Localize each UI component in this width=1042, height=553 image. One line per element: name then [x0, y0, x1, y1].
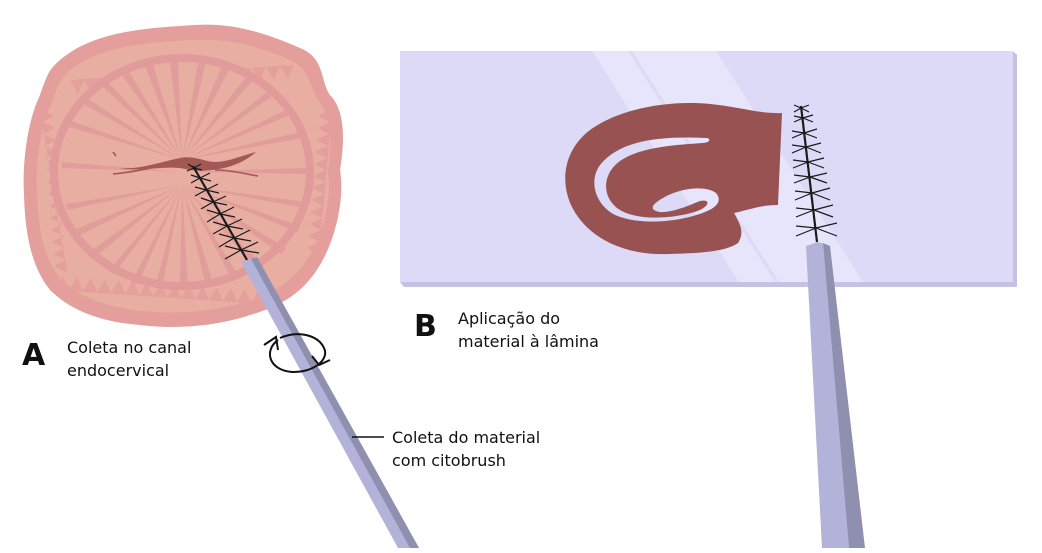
panel-a-caption: Coleta no canal endocervical	[67, 336, 191, 382]
citobrush-callout-line2: com citobrush	[392, 451, 506, 470]
panel-letter-a: A	[22, 338, 46, 373]
panel-b-caption: Aplicação do material à lâmina	[458, 307, 599, 353]
citobrush-b	[791, 104, 865, 548]
panel-a-caption-line1: Coleta no canal	[67, 338, 192, 357]
panel-b-caption-line1: Aplicação do	[458, 309, 561, 328]
rotation-arrow-icon	[263, 333, 331, 374]
citobrush-callout: Coleta do material com citobrush	[392, 426, 540, 472]
sample-smear	[565, 103, 782, 255]
citobrush-a	[186, 163, 419, 548]
panel-b-caption-line2: material à lâmina	[458, 332, 599, 351]
panel-letter-b: B	[414, 309, 437, 344]
panel-a-caption-line2: endocervical	[67, 361, 170, 380]
cervix-illustration	[23, 24, 343, 327]
citobrush-callout-line1: Coleta do material	[392, 428, 541, 447]
